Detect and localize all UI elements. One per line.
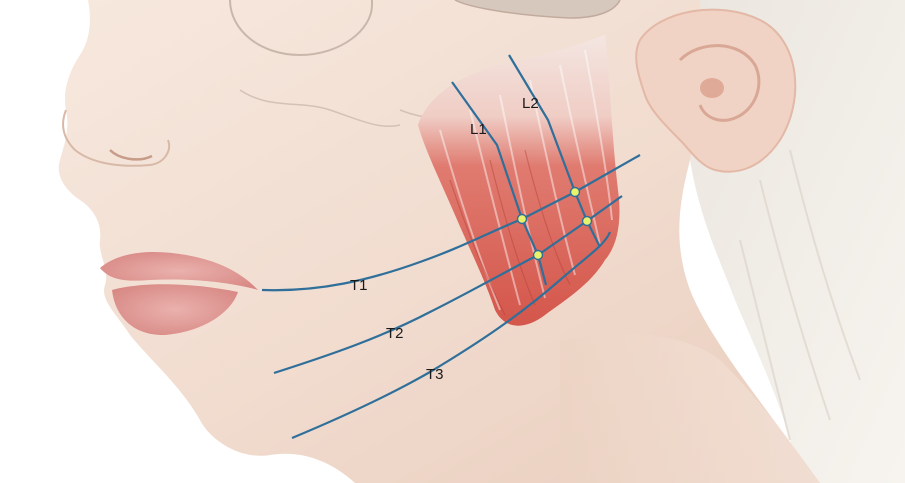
- label-t3: T3: [426, 366, 444, 383]
- point-l2-t2: [583, 217, 592, 226]
- point-l1-t2: [534, 251, 543, 260]
- point-l1-t1: [518, 215, 527, 224]
- ear-canal: [700, 78, 724, 98]
- label-l1: L1: [470, 121, 487, 138]
- label-t2: T2: [386, 325, 404, 342]
- label-l2: L2: [522, 95, 539, 112]
- label-t1: T1: [350, 277, 368, 294]
- point-l2-t1: [571, 188, 580, 197]
